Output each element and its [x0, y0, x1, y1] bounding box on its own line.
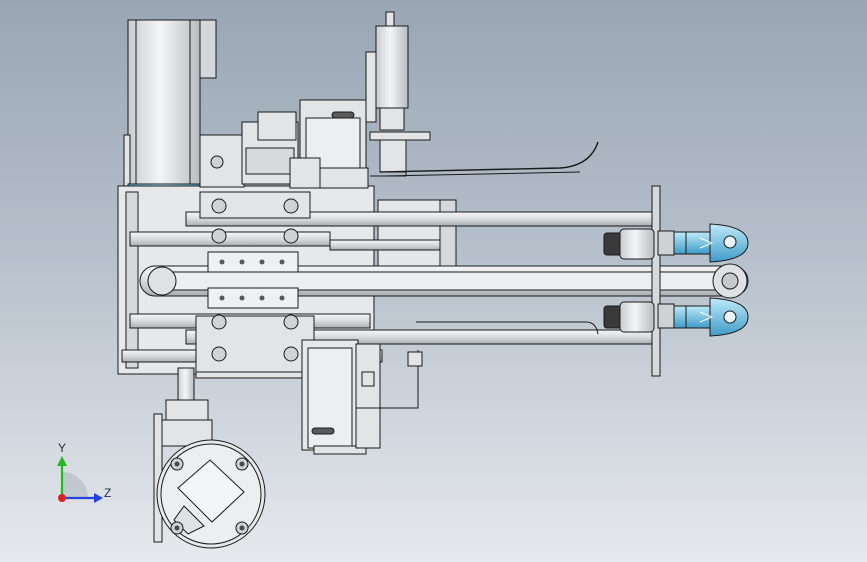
z-arrow-icon — [94, 493, 103, 503]
gear-motor — [153, 367, 266, 549]
y-axis-label: Y — [58, 441, 67, 455]
x-axis-origin — [58, 494, 66, 502]
coordinate-triad — [57, 456, 103, 503]
clevis-upper — [603, 223, 749, 263]
rail-holes — [219, 259, 285, 301]
triad-plane — [62, 472, 88, 498]
slide-block-lower — [195, 287, 317, 379]
upper-bracket — [199, 99, 369, 189]
lower-bracket — [301, 321, 599, 455]
rollers — [211, 198, 299, 362]
clevis-lower — [603, 297, 749, 337]
vertical-cylinder-top — [365, 11, 599, 177]
end-plate — [651, 185, 661, 377]
y-arrow-icon — [57, 456, 67, 466]
z-axis-label: Z — [104, 486, 112, 500]
